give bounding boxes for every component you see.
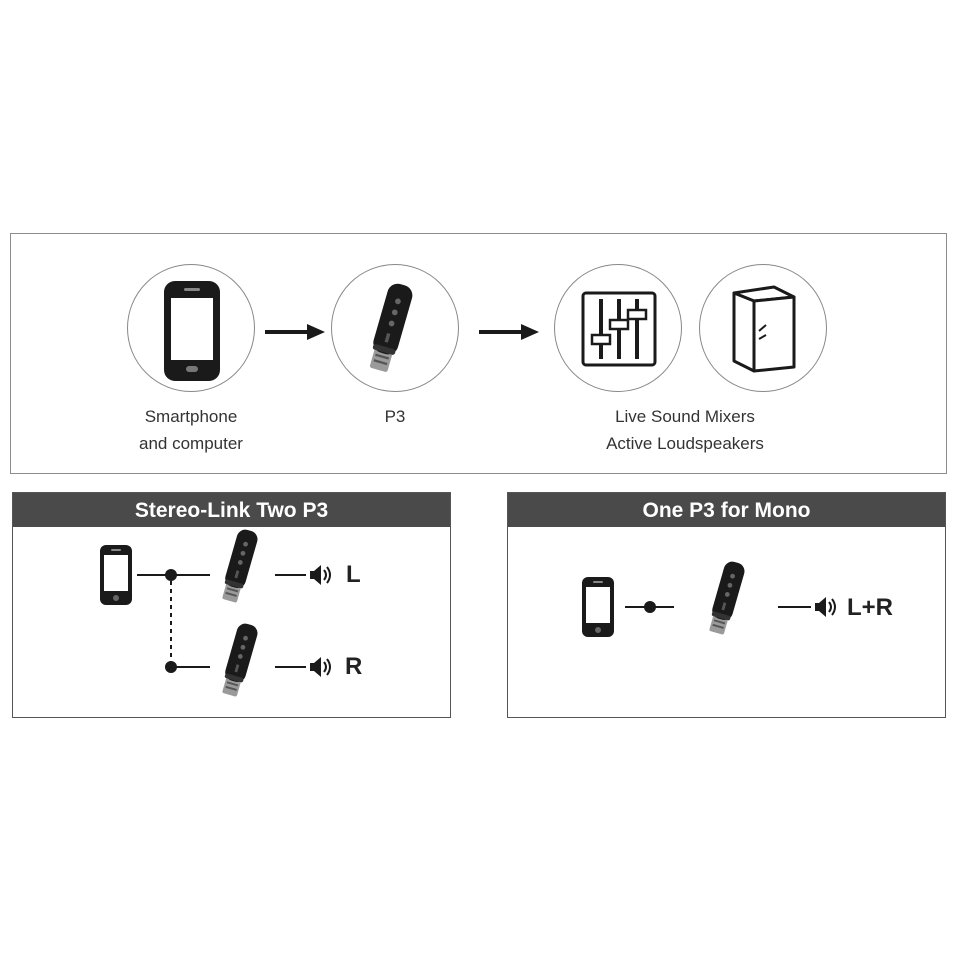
source-caption-line1: Smartphone bbox=[144, 407, 238, 426]
speaker-sound-icon bbox=[309, 656, 331, 678]
source-caption-line2: and computer bbox=[139, 434, 243, 453]
smartphone-icon bbox=[582, 577, 614, 637]
device-caption-text: P3 bbox=[384, 407, 406, 426]
loudspeaker-icon bbox=[732, 285, 796, 373]
p3-transmitter-icon bbox=[706, 559, 747, 636]
p3-circle bbox=[331, 264, 459, 392]
destination-caption: Live Sound Mixers Active Loudspeakers bbox=[565, 403, 805, 457]
smartphone-circle bbox=[127, 264, 255, 392]
p3-transmitter-icon bbox=[219, 527, 260, 604]
stereo-panel-title: Stereo-Link Two P3 bbox=[13, 493, 450, 527]
right-channel-label: R bbox=[345, 653, 363, 680]
smartphone-icon bbox=[100, 545, 132, 605]
mono-diagram bbox=[582, 559, 836, 637]
p3-transmitter-icon bbox=[366, 281, 415, 374]
mixer-faders-icon bbox=[581, 291, 657, 367]
signal-flow-panel: Smartphone and computer P3 Live Sound Mi… bbox=[10, 233, 947, 474]
mixer-circle bbox=[554, 264, 682, 392]
mono-panel-title: One P3 for Mono bbox=[508, 493, 945, 527]
source-caption: Smartphone and computer bbox=[111, 403, 271, 457]
loudspeaker-circle bbox=[699, 264, 827, 392]
device-caption: P3 bbox=[345, 403, 445, 430]
connection-node-icon bbox=[165, 569, 177, 581]
connection-node-icon bbox=[644, 601, 656, 613]
smartphone-icon bbox=[164, 281, 220, 381]
stereo-diagram bbox=[100, 527, 331, 698]
arrow-right-icon bbox=[479, 324, 539, 340]
destination-caption-line2: Active Loudspeakers bbox=[606, 434, 764, 453]
destination-caption-line1: Live Sound Mixers bbox=[615, 407, 755, 426]
mono-channel-label: L+R bbox=[847, 594, 894, 621]
arrow-right-icon bbox=[265, 324, 325, 340]
left-channel-label: L bbox=[346, 561, 361, 588]
speaker-sound-icon bbox=[309, 564, 331, 586]
p3-transmitter-icon bbox=[219, 621, 260, 698]
stereo-link-panel: Stereo-Link Two P3 L R bbox=[12, 492, 451, 718]
speaker-sound-icon bbox=[814, 596, 836, 618]
mono-panel: One P3 for Mono L+R bbox=[507, 492, 946, 718]
